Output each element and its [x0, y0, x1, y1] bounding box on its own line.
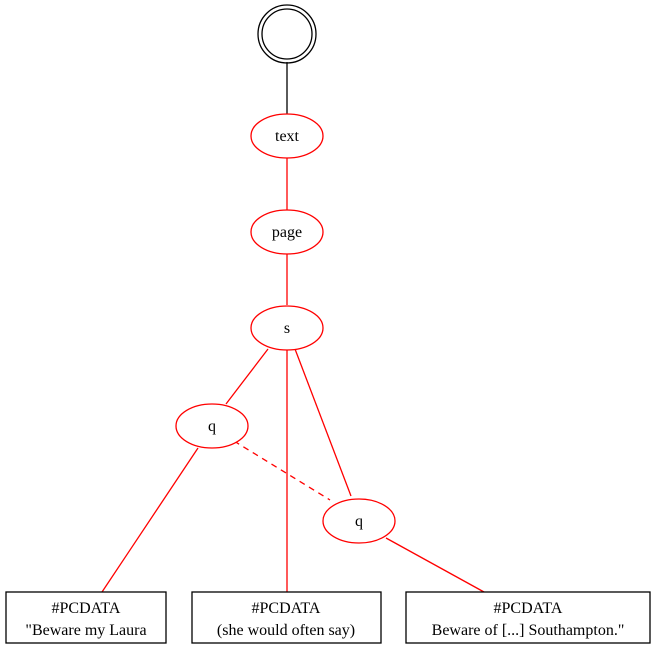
root-node — [257, 4, 317, 64]
node-q1-shape — [175, 403, 249, 449]
leaf-2-text: (she would often say) — [217, 622, 355, 639]
leaf-3-text: Beware of [...] Southampton." — [432, 622, 625, 639]
node-q1: q — [175, 403, 249, 449]
edges — [101, 62, 485, 593]
edge-q2-leaf3 — [385, 537, 485, 593]
edge-q1-q2-dashed — [233, 440, 331, 501]
node-q2: q — [322, 498, 396, 544]
root-outer-circle — [257, 4, 317, 64]
node-text-label: text — [275, 128, 300, 145]
leaf-2-title: #PCDATA — [252, 600, 321, 617]
node-page-label: page — [272, 224, 302, 241]
edge-s-q2 — [294, 348, 352, 497]
leaf-1-box — [5, 591, 167, 644]
node-text: text — [250, 113, 324, 159]
leaf-3-title: #PCDATA — [494, 600, 563, 617]
node-page-shape — [250, 209, 324, 255]
root-inner-circle — [261, 8, 313, 60]
node-q1-label: q — [208, 418, 216, 435]
node-s-shape — [250, 305, 324, 351]
node-page: page — [250, 209, 324, 255]
node-s-label: s — [284, 320, 290, 337]
leaf-2: #PCDATA (she would often say) — [191, 591, 382, 644]
node-q2-label: q — [355, 513, 363, 530]
leaf-1: #PCDATA "Beware my Laura — [5, 591, 167, 644]
node-s: s — [250, 305, 324, 351]
leaf-3: #PCDATA Beware of [...] Southampton." — [405, 591, 651, 644]
leaf-3-box — [405, 591, 651, 644]
edge-q1-leaf1 — [101, 447, 199, 593]
node-text-shape — [250, 113, 324, 159]
edge-s-q1 — [225, 348, 269, 405]
leaf-2-box — [191, 591, 382, 644]
leaf-1-title: #PCDATA — [52, 600, 121, 617]
leaf-1-text: "Beware my Laura — [25, 622, 146, 639]
node-q2-shape — [322, 498, 396, 544]
